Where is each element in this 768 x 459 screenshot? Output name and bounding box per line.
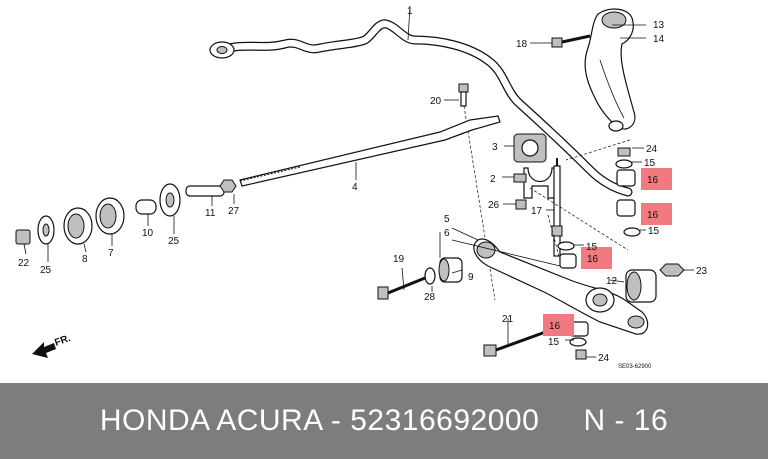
callout-15a: 15 (644, 158, 656, 169)
callout-8: 8 (82, 254, 88, 265)
nut-27 (219, 179, 237, 193)
callout-15b: 15 (648, 226, 660, 237)
caption-separator: - (330, 404, 342, 437)
stabilizer-bar (209, 19, 633, 197)
caption-bar: HONDA ACURA - 52316692000 N - 16 (0, 383, 768, 459)
arm-bushing-12 (625, 269, 657, 303)
nut-22 (15, 229, 31, 245)
bushing-8 (63, 207, 93, 245)
callout-15c: 15 (586, 242, 598, 253)
bolt-19 (377, 276, 426, 300)
radius-rod (239, 115, 501, 187)
caption-part-number: 52316692000 (350, 404, 540, 437)
bolt-11 (185, 185, 225, 197)
bushing-bracket (513, 167, 557, 199)
caption-text: HONDA ACURA - 52316692000 N - 16 (0, 383, 768, 459)
callout-28: 28 (424, 292, 436, 303)
callout-25a: 25 (40, 265, 52, 276)
leader-lines (23, 5, 694, 358)
callout-1: 1 (407, 6, 413, 17)
knuckle (584, 8, 636, 132)
bolt-20 (458, 83, 496, 301)
callout-13: 13 (653, 20, 665, 31)
highlight-16b (641, 203, 672, 225)
nut-26 (515, 199, 527, 210)
callout-9: 9 (468, 272, 474, 283)
exploded-suspension-diagram: 1 2 3 4 5 6 7 8 9 10 11 12 13 14 15 15 1… (15, 5, 708, 370)
callout-10: 10 (142, 228, 154, 239)
callout-4: 4 (352, 182, 358, 193)
bushing-stack-lower (557, 241, 589, 360)
front-direction-arrow: FR. (32, 333, 72, 358)
stabilizer-bushing (513, 133, 547, 163)
callout-22: 22 (18, 258, 30, 269)
bushing-7 (95, 197, 125, 235)
callout-23: 23 (696, 266, 708, 277)
diagram-code: SE03-62900 (618, 364, 652, 370)
caption-callout: N - 16 (583, 404, 669, 437)
direction-label: FR. (53, 333, 72, 349)
callout-25b: 25 (168, 236, 180, 247)
callout-7: 7 (108, 248, 114, 259)
collar-10 (135, 199, 157, 215)
callout-17: 17 (531, 206, 543, 217)
highlight-16a (641, 168, 672, 190)
bolt-18 (551, 34, 591, 48)
bushing-stack-upper (615, 147, 641, 237)
callout-24a: 24 (646, 144, 658, 155)
washer-28 (424, 267, 436, 285)
callout-19: 19 (393, 254, 405, 265)
highlight-16d (543, 314, 574, 336)
callout-16a: 16 (647, 175, 659, 186)
arm-bushing-9 (438, 257, 463, 283)
callout-16d: 16 (549, 321, 561, 332)
callout-20: 20 (430, 96, 442, 107)
washer-25-left (37, 215, 55, 245)
callout-12: 12 (606, 276, 618, 287)
callout-11: 11 (205, 208, 216, 219)
callout-27: 27 (228, 206, 240, 217)
callout-3: 3 (492, 142, 498, 153)
callout-2: 2 (490, 174, 496, 185)
callout-21: 21 (502, 314, 514, 325)
callout-26: 26 (488, 200, 500, 211)
callout-6: 6 (444, 228, 450, 239)
callout-18: 18 (516, 39, 528, 50)
callout-16c: 16 (587, 254, 599, 265)
lower-control-arm (473, 238, 649, 335)
callout-24b: 24 (598, 353, 610, 364)
callout-14: 14 (653, 34, 665, 45)
caption-brand: HONDA ACURA (99, 404, 323, 437)
nut-23 (659, 263, 685, 277)
washer-25-right (159, 183, 181, 217)
callout-16b: 16 (647, 210, 659, 221)
highlight-16c (581, 247, 612, 269)
callout-5: 5 (444, 214, 450, 225)
callout-15d: 15 (548, 337, 560, 348)
